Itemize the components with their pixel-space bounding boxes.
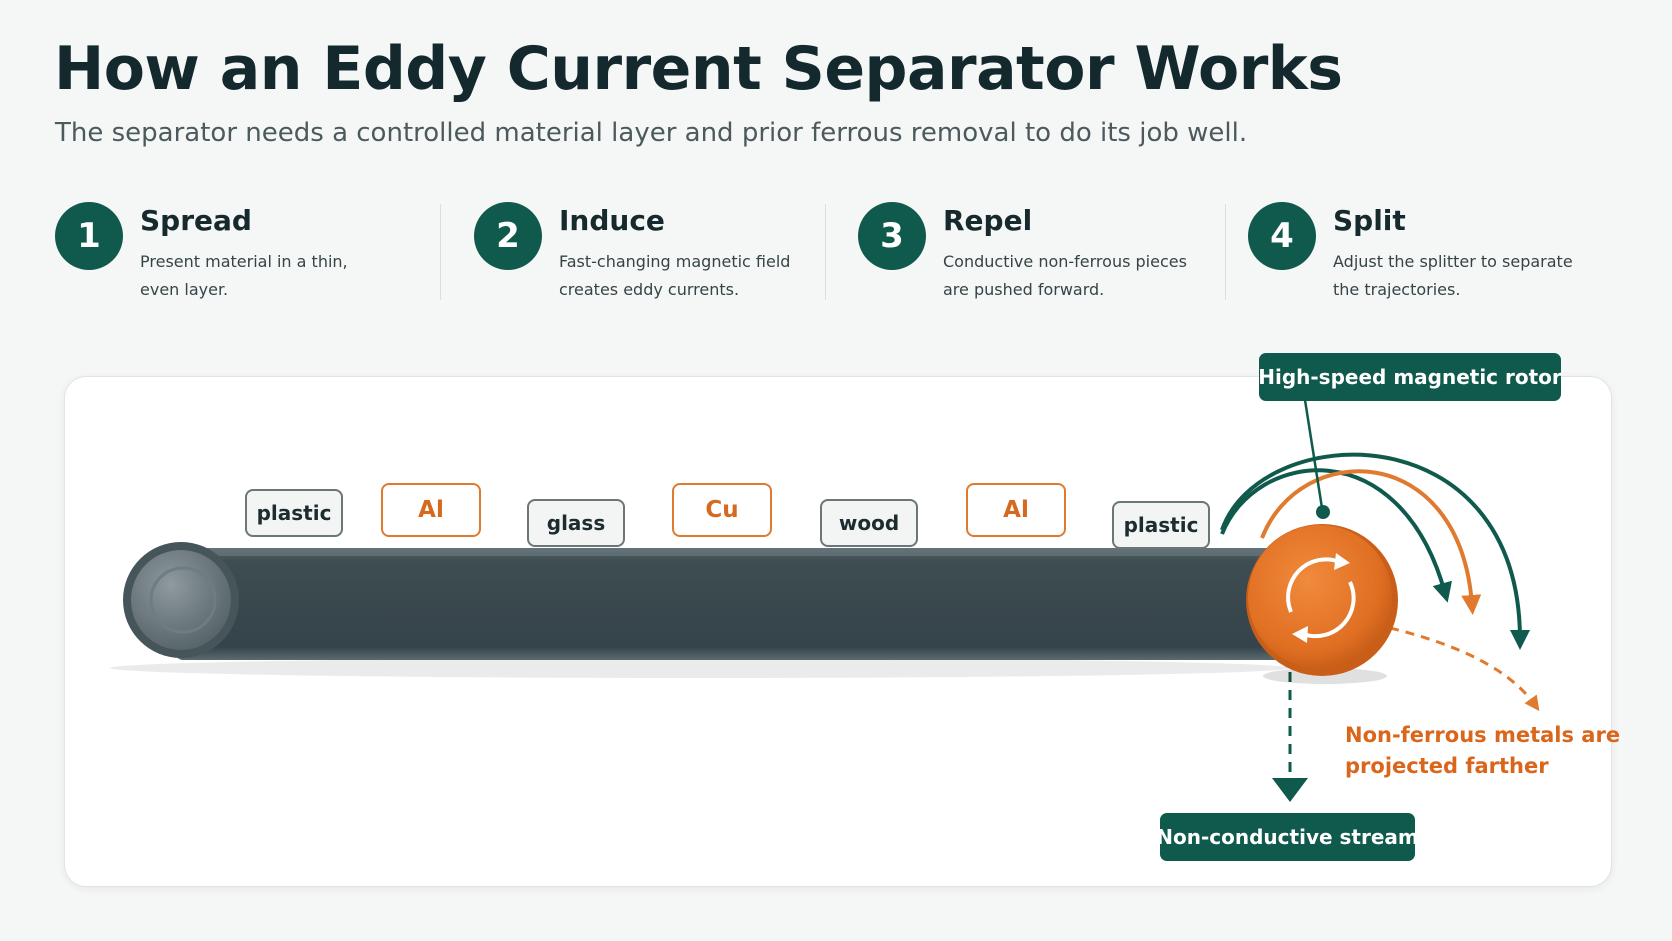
step-number-badge: 3 bbox=[858, 202, 926, 270]
material-item-aluminum: Al bbox=[381, 483, 481, 537]
material-item-aluminum: Al bbox=[966, 483, 1066, 537]
step-title: Repel bbox=[943, 204, 1033, 237]
conveyor-belt bbox=[175, 548, 1305, 660]
rotor-leader-dot bbox=[1316, 505, 1330, 519]
magnetic-rotor bbox=[1246, 524, 1398, 684]
material-item-glass: glass bbox=[527, 499, 625, 547]
nonconductive-drop-arrow bbox=[1272, 778, 1308, 802]
nonferrous-trajectory bbox=[1389, 626, 1540, 712]
feed-pulley bbox=[123, 542, 239, 658]
belt-shadow bbox=[110, 658, 1290, 678]
step-description: Fast-changing magnetic field creates edd… bbox=[559, 252, 791, 299]
rotor-callout: High-speed magnetic rotor bbox=[1258, 353, 1562, 401]
rotor-leader-line bbox=[1303, 399, 1324, 509]
process-steps: 1 Spread Present material in a thin, eve… bbox=[0, 200, 1672, 300]
trajectory-arc-inner bbox=[1220, 468, 1452, 603]
material-item-copper: Cu bbox=[672, 483, 772, 537]
page-subtitle: The separator needs a controlled materia… bbox=[55, 118, 1248, 148]
trajectory-arc-outer bbox=[1220, 452, 1530, 650]
material-item-wood: wood bbox=[820, 499, 918, 547]
material-item-plastic: plastic bbox=[1112, 501, 1210, 549]
step-divider bbox=[825, 204, 826, 300]
step-description: Conductive non-ferrous pieces are pushed… bbox=[943, 252, 1187, 299]
step-number-badge: 2 bbox=[474, 202, 542, 270]
trajectory-arc-middle bbox=[1260, 469, 1482, 615]
step-title: Spread bbox=[140, 204, 252, 237]
page-title: How an Eddy Current Separator Works bbox=[54, 34, 1343, 104]
rotation-icon bbox=[1286, 553, 1356, 643]
nonferrous-note: Non-ferrous metals are projected farther bbox=[1345, 723, 1621, 778]
step-number-badge: 1 bbox=[55, 202, 123, 270]
step-title: Induce bbox=[559, 204, 665, 237]
material-item-plastic: plastic bbox=[245, 489, 343, 537]
step-title: Split bbox=[1333, 204, 1406, 237]
step-divider bbox=[440, 204, 441, 300]
step-number-badge: 4 bbox=[1248, 202, 1316, 270]
step-divider bbox=[1225, 204, 1226, 300]
step-description: Adjust the splitter to separate the traj… bbox=[1333, 252, 1573, 299]
step-description: Present material in a thin, even layer. bbox=[140, 252, 348, 299]
nonconductive-callout: Non-conductive stream bbox=[1156, 813, 1419, 861]
